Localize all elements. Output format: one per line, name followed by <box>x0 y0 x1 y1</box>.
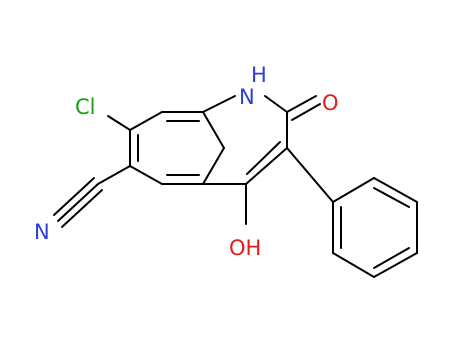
bond <box>107 115 131 131</box>
bond <box>61 189 103 228</box>
bond <box>129 111 163 131</box>
bond <box>373 187 410 208</box>
bond <box>97 165 131 185</box>
bond <box>291 103 321 121</box>
bond <box>202 147 225 185</box>
bond <box>286 147 334 203</box>
nh-nitrogen-label: N <box>239 85 255 109</box>
bond <box>332 177 375 203</box>
bond <box>202 95 236 113</box>
bond <box>264 95 288 113</box>
hydroxyl-label: OH <box>229 236 261 260</box>
bond <box>373 252 418 278</box>
bond <box>53 177 95 216</box>
nh-hydrogen-label: H <box>251 63 267 87</box>
bond <box>373 247 410 269</box>
bond <box>286 95 317 113</box>
bond <box>245 147 288 185</box>
carbonyl-oxygen-label: O <box>322 91 339 115</box>
bond <box>202 111 225 149</box>
bond <box>57 183 99 222</box>
bond <box>332 252 375 278</box>
nitrile-nitrogen-label: N <box>34 220 50 244</box>
bond <box>129 165 163 185</box>
chlorine-label: Cl <box>75 95 96 119</box>
bond <box>373 177 418 203</box>
bond <box>246 141 281 175</box>
